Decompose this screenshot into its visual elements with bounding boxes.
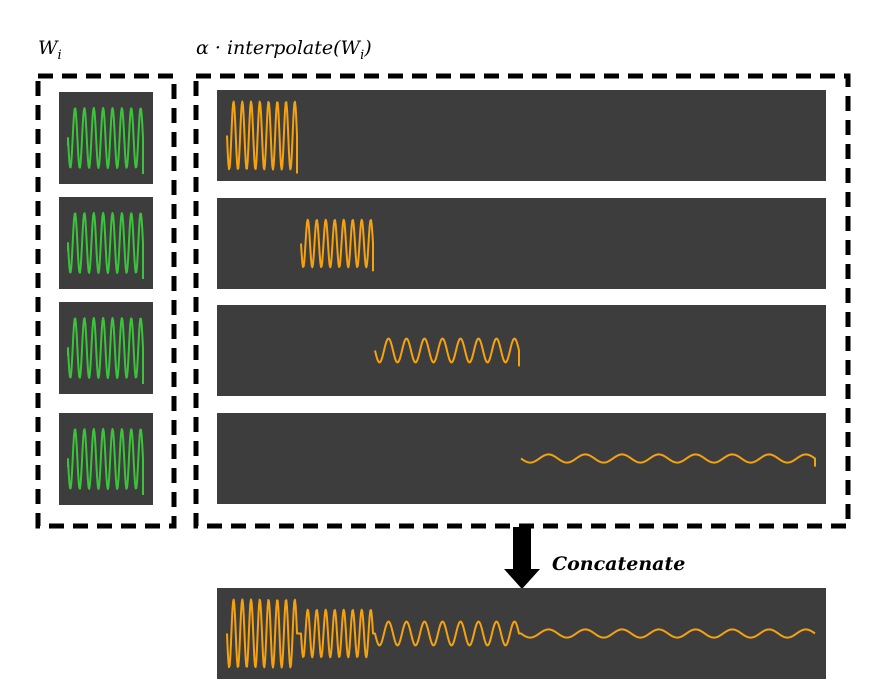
left-title: Wi: [38, 37, 62, 63]
concatenate-label: Concatenate: [552, 553, 685, 575]
input-waveform: [67, 212, 144, 279]
interpolated-waveform: [226, 100, 298, 174]
concatenated-output-panel: [217, 588, 826, 679]
down-arrow: [504, 527, 540, 589]
interpolated-waveform: [374, 337, 520, 367]
right-title: α · interpolate(Wi): [196, 37, 372, 63]
input-panels: [59, 92, 153, 505]
left-dashed-frame: [35, 73, 177, 529]
right-dashed-frame: [193, 73, 851, 529]
segment-panel: [217, 305, 826, 396]
input-waveform: [67, 428, 144, 495]
input-waveform: [67, 107, 144, 174]
interpolated-waveform: [520, 453, 816, 467]
segment-panel: [217, 90, 826, 181]
segment-panel: [217, 198, 826, 289]
interpolated-waveform: [300, 218, 374, 272]
input-waveform: [67, 317, 144, 384]
concatenated-waveform: [226, 598, 816, 669]
interpolated-panels: [217, 90, 826, 504]
